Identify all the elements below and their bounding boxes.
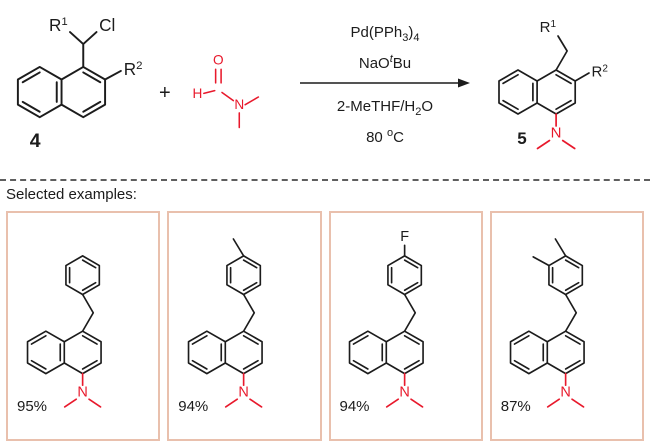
examples-row: 95% 94% F 94% 87% <box>6 211 644 441</box>
condition-solvent: 2-MeTHF/H2O <box>295 96 475 123</box>
yield-label: 87% <box>500 398 531 415</box>
fluorine-label: F <box>400 229 409 245</box>
r1-label: R1 <box>49 15 68 35</box>
substituent-bonds <box>69 31 122 81</box>
skeleton-instance <box>187 255 263 408</box>
n-methyl-bond-left <box>536 139 551 150</box>
yield-label: 95% <box>17 398 48 415</box>
example-box-4-methylphenyl: 94% <box>167 211 322 441</box>
skeleton-instance <box>348 255 425 408</box>
subscript: 3 <box>402 32 409 44</box>
condition-text: 2-MeTHF/H <box>336 98 416 115</box>
compound-number-5: 5 <box>517 129 526 148</box>
naphthalene-double-bonds <box>21 71 102 113</box>
hydrogen-label: H <box>193 86 203 101</box>
condition-text: Pd(PPh <box>350 24 403 41</box>
dmf-bonds <box>203 68 260 129</box>
naphthalene-ring <box>16 65 107 119</box>
dimethylamino-group <box>536 113 576 150</box>
r2-label: R2 <box>592 64 609 81</box>
subscript: 4 <box>413 32 420 44</box>
dashed-divider <box>0 179 650 181</box>
chlorine-label: Cl <box>99 15 115 35</box>
example-structure-4-methylphenyl <box>187 238 263 408</box>
benzylic-bonds <box>555 35 568 71</box>
naphthalene-ring <box>498 69 577 115</box>
naphthalene-double-bonds <box>502 73 572 111</box>
example-structure-4-fluorophenyl: F <box>348 229 425 408</box>
r1-label: R1 <box>540 19 557 36</box>
n-methyl-bond-right <box>561 139 576 150</box>
c-o-double-bond <box>214 68 222 84</box>
condition-text: NaO <box>358 55 390 72</box>
c-n-bond <box>221 91 235 102</box>
dmf-structure: H O N <box>193 53 260 129</box>
reactant-structure: R1 Cl R2 4 <box>16 15 143 152</box>
naphthalene-perimeter-bond <box>16 65 107 119</box>
condition-text: 80 <box>366 129 387 146</box>
superscript: t <box>389 53 393 65</box>
nitrogen-label: N <box>234 97 244 112</box>
example-box-3-4-dimethylphenyl: 87% <box>489 211 644 441</box>
product-structure: R1 R2 N 5 <box>498 19 609 150</box>
example-box-4-fluorophenyl: F 94% <box>328 211 483 441</box>
nitrogen-label: N <box>551 125 562 142</box>
condition-catalyst: Pd(PPh3)4 <box>295 22 475 49</box>
dimethyl-bonds <box>532 238 567 267</box>
condition-text: C <box>393 129 404 146</box>
plus-sign: + <box>159 82 171 104</box>
compound-number-4: 4 <box>30 130 41 152</box>
condition-temperature: 80 oC <box>295 123 475 148</box>
reaction-conditions: Pd(PPh3)4 NaOtBu 2-MeTHF/H2O 80 oC <box>295 22 475 148</box>
yield-label: 94% <box>339 398 370 415</box>
r2-bond <box>574 72 590 82</box>
reaction-arrow <box>300 78 470 88</box>
h-c-bond <box>203 89 216 95</box>
skeleton-instance <box>26 255 102 408</box>
example-box-phenyl: 95% <box>6 211 161 441</box>
selected-examples-heading: Selected examples: <box>6 186 137 203</box>
condition-text: O <box>421 98 434 115</box>
arrow-head <box>458 78 470 88</box>
skeleton-instance <box>510 255 586 408</box>
chloromethyl-substituent-bonds <box>69 31 122 81</box>
example-structure-phenyl <box>26 255 102 408</box>
yield-label: 94% <box>178 398 209 415</box>
subscript: 2 <box>415 106 422 118</box>
reaction-equation: R1 Cl R2 4 + H O N Pd(PPh3)4 NaOtBu <box>0 0 650 178</box>
substituent-bonds <box>555 35 590 82</box>
condition-text: ) <box>408 24 414 41</box>
para-methyl-bond <box>232 238 245 257</box>
condition-base: NaOtBu <box>295 49 475 74</box>
condition-text: Bu <box>392 55 412 72</box>
n-methyl-bond-right <box>244 96 260 106</box>
superscript: o <box>386 127 394 139</box>
example-structure-3-4-dimethylphenyl <box>510 238 586 408</box>
r2-label: R2 <box>124 59 143 79</box>
oxygen-label: O <box>213 53 224 68</box>
